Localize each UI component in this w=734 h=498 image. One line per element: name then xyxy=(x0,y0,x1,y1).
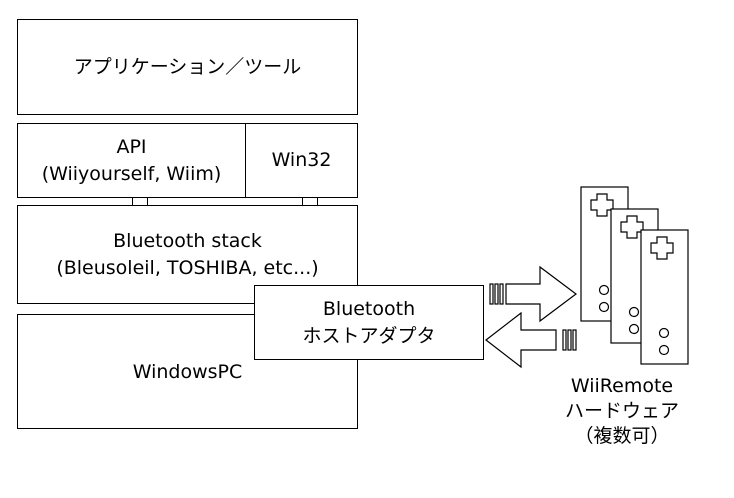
api-title: API xyxy=(116,135,147,158)
adapter-line1: Bluetooth xyxy=(322,297,416,320)
dpad-icon xyxy=(590,193,614,217)
win32-label: Win32 xyxy=(271,149,332,171)
wii-remote-icon xyxy=(640,229,689,365)
caption-line1: WiiRemote xyxy=(570,375,674,397)
caption-line2: ハードウェア xyxy=(564,400,679,422)
api-layer: API (Wiiyourself, Wiim) xyxy=(17,123,246,198)
caption-line3: （複数可） xyxy=(574,425,670,447)
stack-title: Bluetooth stack xyxy=(113,229,262,252)
arrow-left-icon xyxy=(485,311,577,369)
wii-remote-caption: WiiRemote ハードウェア （複数可） xyxy=(548,374,696,449)
adapter-line2: ホストアダプタ xyxy=(302,324,436,347)
application-layer: アプリケーション／ツール xyxy=(17,19,358,115)
stack-subtitle: (Bleusoleil, TOSHIBA, etc...) xyxy=(56,256,319,279)
win32-layer: Win32 xyxy=(245,123,358,198)
application-label: アプリケーション／ツール xyxy=(73,55,302,78)
pc-label: WindowsPC xyxy=(132,361,243,383)
dpad-icon xyxy=(620,215,644,239)
api-subtitle: (Wiiyourself, Wiim) xyxy=(41,162,222,185)
bluetooth-adapter-box: Bluetooth ホストアダプタ xyxy=(254,285,484,360)
arrow-right-icon xyxy=(489,265,577,323)
dpad-icon xyxy=(650,236,674,260)
